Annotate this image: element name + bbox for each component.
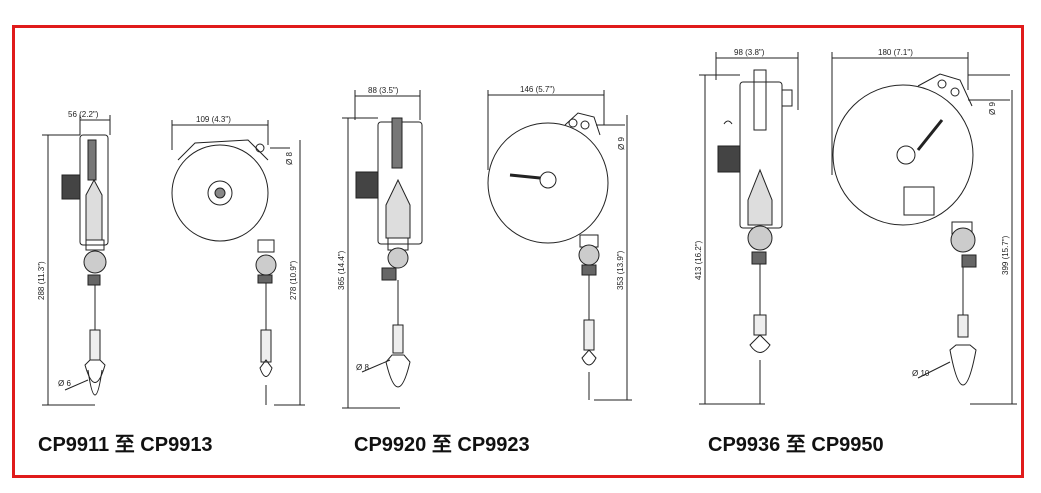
model-1-side-view: 56 (2.2") 288 (11.3") Ø 6 (37, 110, 111, 406)
model-1-front-view: 109 (4.3") Ø 8 278 (10.9") (171, 115, 305, 406)
model-3-front-view: 180 (7.1") Ø 9 399 (15.7") Ø 10 (831, 48, 1017, 405)
red-border-frame (12, 25, 1024, 478)
model-1-hook-dia: Ø 8 (285, 152, 294, 165)
model-2-side-width: 88 (3.5") (368, 86, 399, 95)
model-1-side-height: 288 (11.3") (37, 261, 46, 300)
model-3-hook-dia: Ø 9 (988, 102, 997, 115)
model-2-front-height: 353 (13.9") (616, 250, 625, 290)
model-2-side-view: 88 (3.5") 365 (14.4") Ø 8 (337, 86, 423, 409)
model-1-front-width: 109 (4.3") (196, 115, 231, 124)
model-2-hook-dia: Ø 9 (617, 137, 626, 150)
model-3-carabiner-dia: Ø 10 (912, 369, 930, 378)
model-2-side-height: 365 (14.4") (337, 250, 346, 290)
model-1-carabiner-dia: Ø 6 (58, 379, 71, 388)
model-3-side-width: 98 (3.8") (734, 48, 765, 57)
model-2-front-view: 146 (5.7") Ø 9 353 (13.9") (487, 85, 632, 401)
model-2-carabiner-dia: Ø 8 (356, 363, 369, 372)
model-3-front-width: 180 (7.1") (878, 48, 913, 57)
model-2-front-width: 146 (5.7") (520, 85, 555, 94)
model-2-caption: CP9920 至 CP9923 (354, 434, 530, 456)
model-1-caption: CP9911 至 CP9913 (38, 434, 213, 456)
model-3-caption: CP9936 至 CP9950 (708, 434, 884, 456)
model-1-front-height: 278 (10.9") (289, 260, 298, 300)
model-3-front-height: 399 (15.7") (1001, 235, 1010, 275)
model-1-side-width: 56 (2.2") (68, 110, 99, 119)
model-3-side-height: 413 (16.2") (694, 240, 703, 280)
model-3-side-view: 98 (3.8") 413 (16.2") (694, 48, 799, 405)
